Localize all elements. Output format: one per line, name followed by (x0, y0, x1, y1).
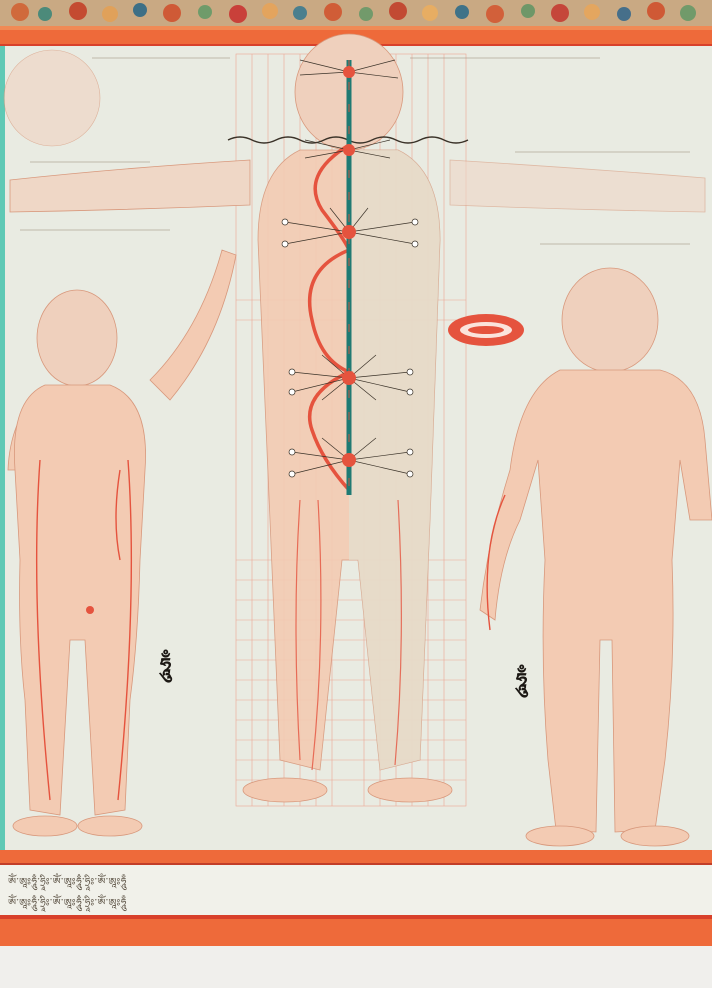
seed-syllable-right: ཧཱུྃ (516, 658, 527, 714)
bottom-margin (0, 946, 712, 988)
top-border (0, 26, 712, 30)
top-floral-band (0, 0, 712, 26)
upper-left-head-outline (4, 50, 100, 146)
bottom-border (0, 918, 712, 946)
mouth-detail (448, 314, 524, 346)
lower-border (0, 850, 712, 863)
left-frame-edge (0, 0, 5, 946)
seed-syllable-left: ཧཱུྃ (160, 643, 171, 699)
bottom-text-line-2: ཨོཾ་ཨཱཿཧཱུྃ་ཧྲཱིཿ་ཨོཾ་ཨཱཿཧཱུྃ་ཧྲཱིཿ་ཨོཾ་… (8, 892, 704, 920)
